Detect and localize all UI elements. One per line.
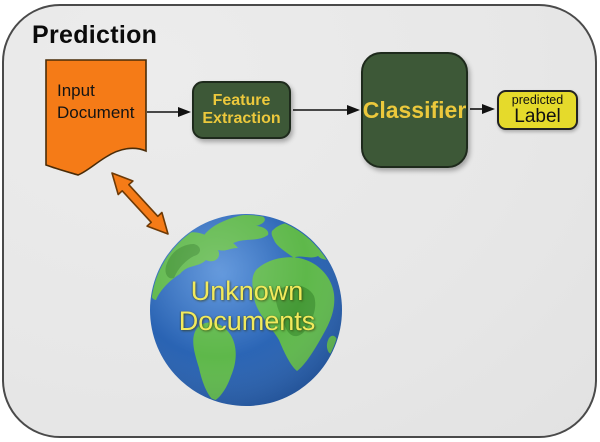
globe	[150, 214, 342, 406]
page-title: Prediction	[32, 21, 158, 49]
classifier-label: Classifier	[362, 96, 467, 123]
double-arrow-document-globe	[111, 172, 169, 235]
predicted-label-line1: predicted	[511, 93, 564, 107]
predicted-label-line2: Label	[514, 106, 561, 127]
input-document-label: Input Document	[57, 81, 135, 123]
flow-arrows	[147, 104, 495, 117]
predicted-label-node: predicted Label	[497, 90, 578, 130]
globe-sphere-shading	[150, 214, 342, 406]
classifier-node: Classifier	[361, 52, 468, 168]
feature-extraction-node: Feature Extraction	[192, 81, 291, 139]
input-document-shape	[45, 59, 147, 176]
unknown-documents-label: Unknown Documents	[178, 276, 316, 336]
feature-extraction-label: Feature Extraction	[202, 91, 281, 127]
